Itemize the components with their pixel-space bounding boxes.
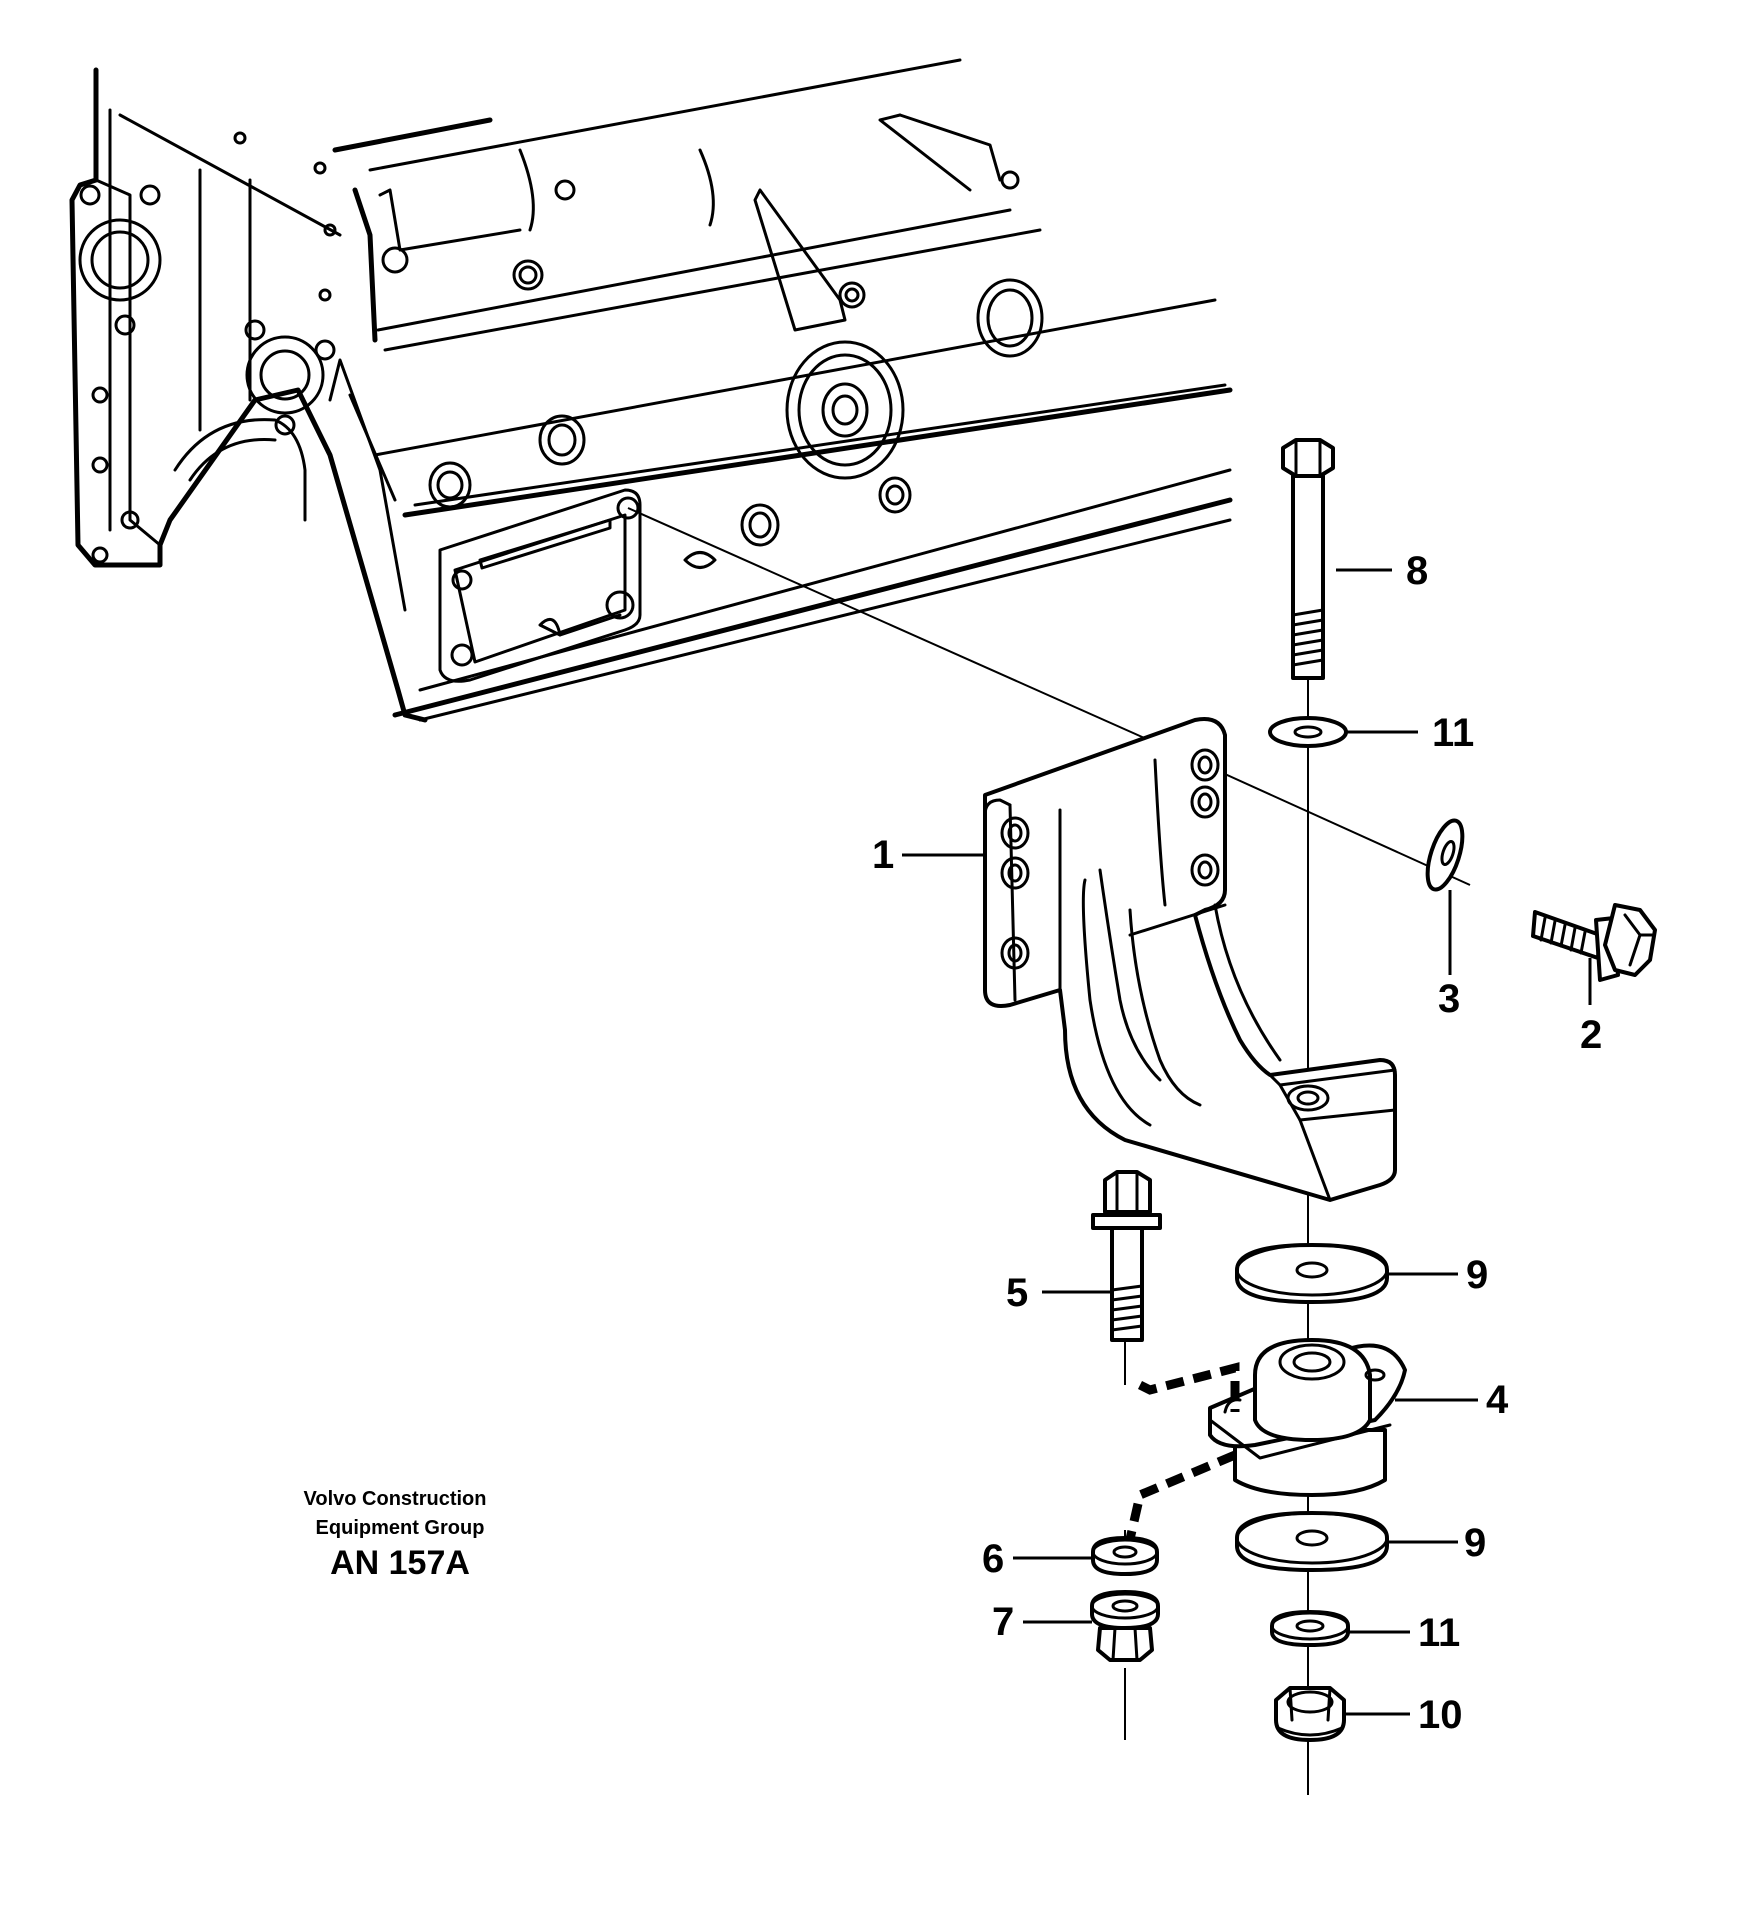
credit-line-1: Volvo Construction	[304, 1488, 487, 1510]
drawing-code: AN 157A	[330, 1544, 470, 1582]
callout-11-lower: 11	[1418, 1611, 1460, 1655]
rubber-pad-9-upper	[1235, 1243, 1389, 1304]
washer-6	[1091, 1536, 1159, 1576]
nut-10	[1274, 1686, 1346, 1742]
nut-7	[1090, 1590, 1160, 1662]
assembly-dashes	[1123, 1340, 1240, 1570]
callout-1: 1	[872, 833, 894, 877]
rubber-pad-9-lower	[1235, 1511, 1389, 1572]
callout-10: 10	[1418, 1693, 1463, 1737]
credit-line-2: Equipment Group	[316, 1517, 485, 1539]
callout-11-upper: 11	[1432, 711, 1474, 755]
callout-8: 8	[1406, 549, 1428, 593]
bolt-8	[1281, 438, 1335, 680]
bolt-2	[1531, 903, 1657, 982]
rubber-mount-4	[1208, 1338, 1407, 1497]
callout-2: 2	[1580, 1013, 1602, 1057]
callout-9-lower: 9	[1464, 1521, 1486, 1565]
callout-labels: 1 2 3 4 5 6 7 8 9 9 10 11 11	[872, 549, 1602, 1737]
credit-block: Volvo Construction Equipment Group AN 15…	[304, 1488, 487, 1582]
engine-mount-bracket	[983, 717, 1397, 1202]
washer-11-upper	[1268, 716, 1348, 748]
callout-3: 3	[1438, 977, 1460, 1021]
callout-5: 5	[1006, 1271, 1028, 1315]
washer-3	[1425, 818, 1465, 892]
engine-block	[69, 58, 1233, 723]
callout-7: 7	[992, 1600, 1014, 1644]
callout-9-upper: 9	[1466, 1253, 1488, 1297]
bolt-5	[1091, 1170, 1162, 1342]
washer-11-lower	[1270, 1610, 1350, 1647]
callout-leaders	[902, 568, 1592, 1716]
callout-4: 4	[1486, 1378, 1509, 1422]
callout-6: 6	[982, 1537, 1004, 1581]
